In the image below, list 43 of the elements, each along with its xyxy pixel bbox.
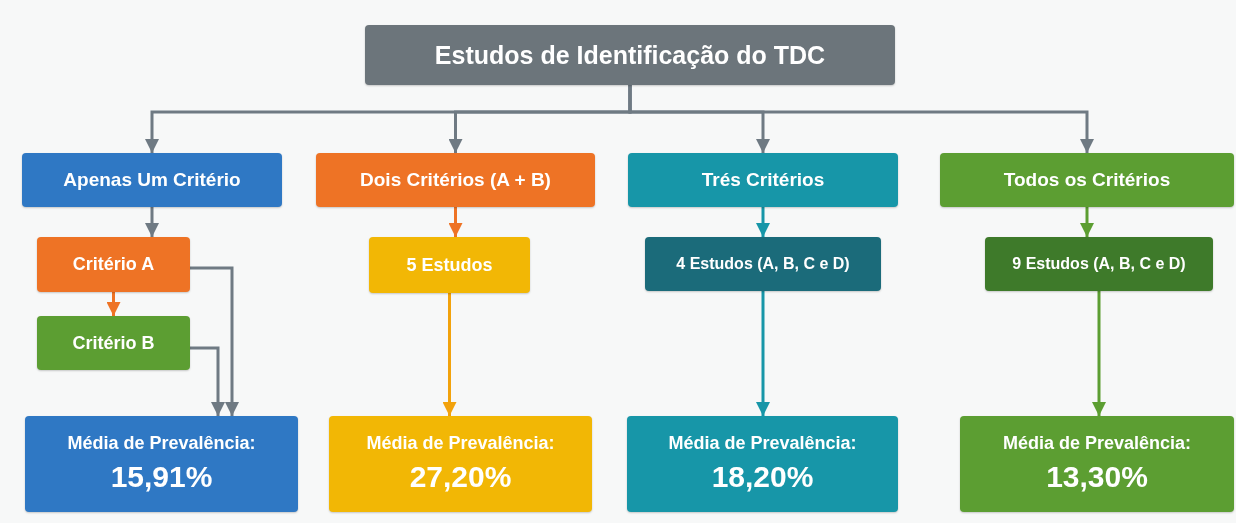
arrow [756,291,770,416]
arrow [145,207,159,237]
category-box [940,153,1234,207]
percentage-value: 18,20% [711,460,814,495]
arrow [1092,291,1106,416]
metric-label: Média de Prevalência: [366,433,555,455]
box-label: Todos os Critérios [1003,169,1171,191]
metric-label: Média de Prevalência: [668,433,857,455]
result-box [627,416,898,512]
box-label: Dois Critérios (A + B) [360,169,551,191]
box-label: Critério A [72,254,155,275]
category-box [628,153,898,207]
arrow [106,292,121,316]
category-box [985,237,1213,291]
arrow [442,293,457,416]
box-label: Apenas Um Critério [63,169,241,191]
category-box [645,237,881,291]
box-label: Estudos de Identificação do TDC [434,40,826,70]
box-label: Trés Critérios [701,169,825,191]
category-box [22,153,282,207]
arrow [628,85,1094,153]
category-box [369,237,530,293]
box-label: Critério B [72,332,155,354]
title-box [365,25,895,85]
arrow [448,207,463,237]
box-label: 5 Estudos [406,254,493,276]
arrow [190,346,225,416]
category-box [37,316,190,370]
percentage-value: 15,91% [110,460,213,495]
percentage-value: 27,20% [409,460,512,495]
result-box [25,416,298,512]
category-box [37,237,190,292]
box-label: 9 Estudos (A, B, C e D) [1012,254,1186,274]
arrow [190,266,239,416]
box-label: 4 Estudos (A, B, C e D) [676,254,850,274]
arrow [756,207,770,237]
result-box [960,416,1234,512]
percentage-value: 13,30% [1046,460,1148,495]
metric-label: Média de Prevalência: [1002,433,1192,455]
result-box [329,416,592,512]
category-box [316,153,595,207]
arrow [1080,207,1094,237]
metric-label: Média de Prevalência: [67,433,256,455]
